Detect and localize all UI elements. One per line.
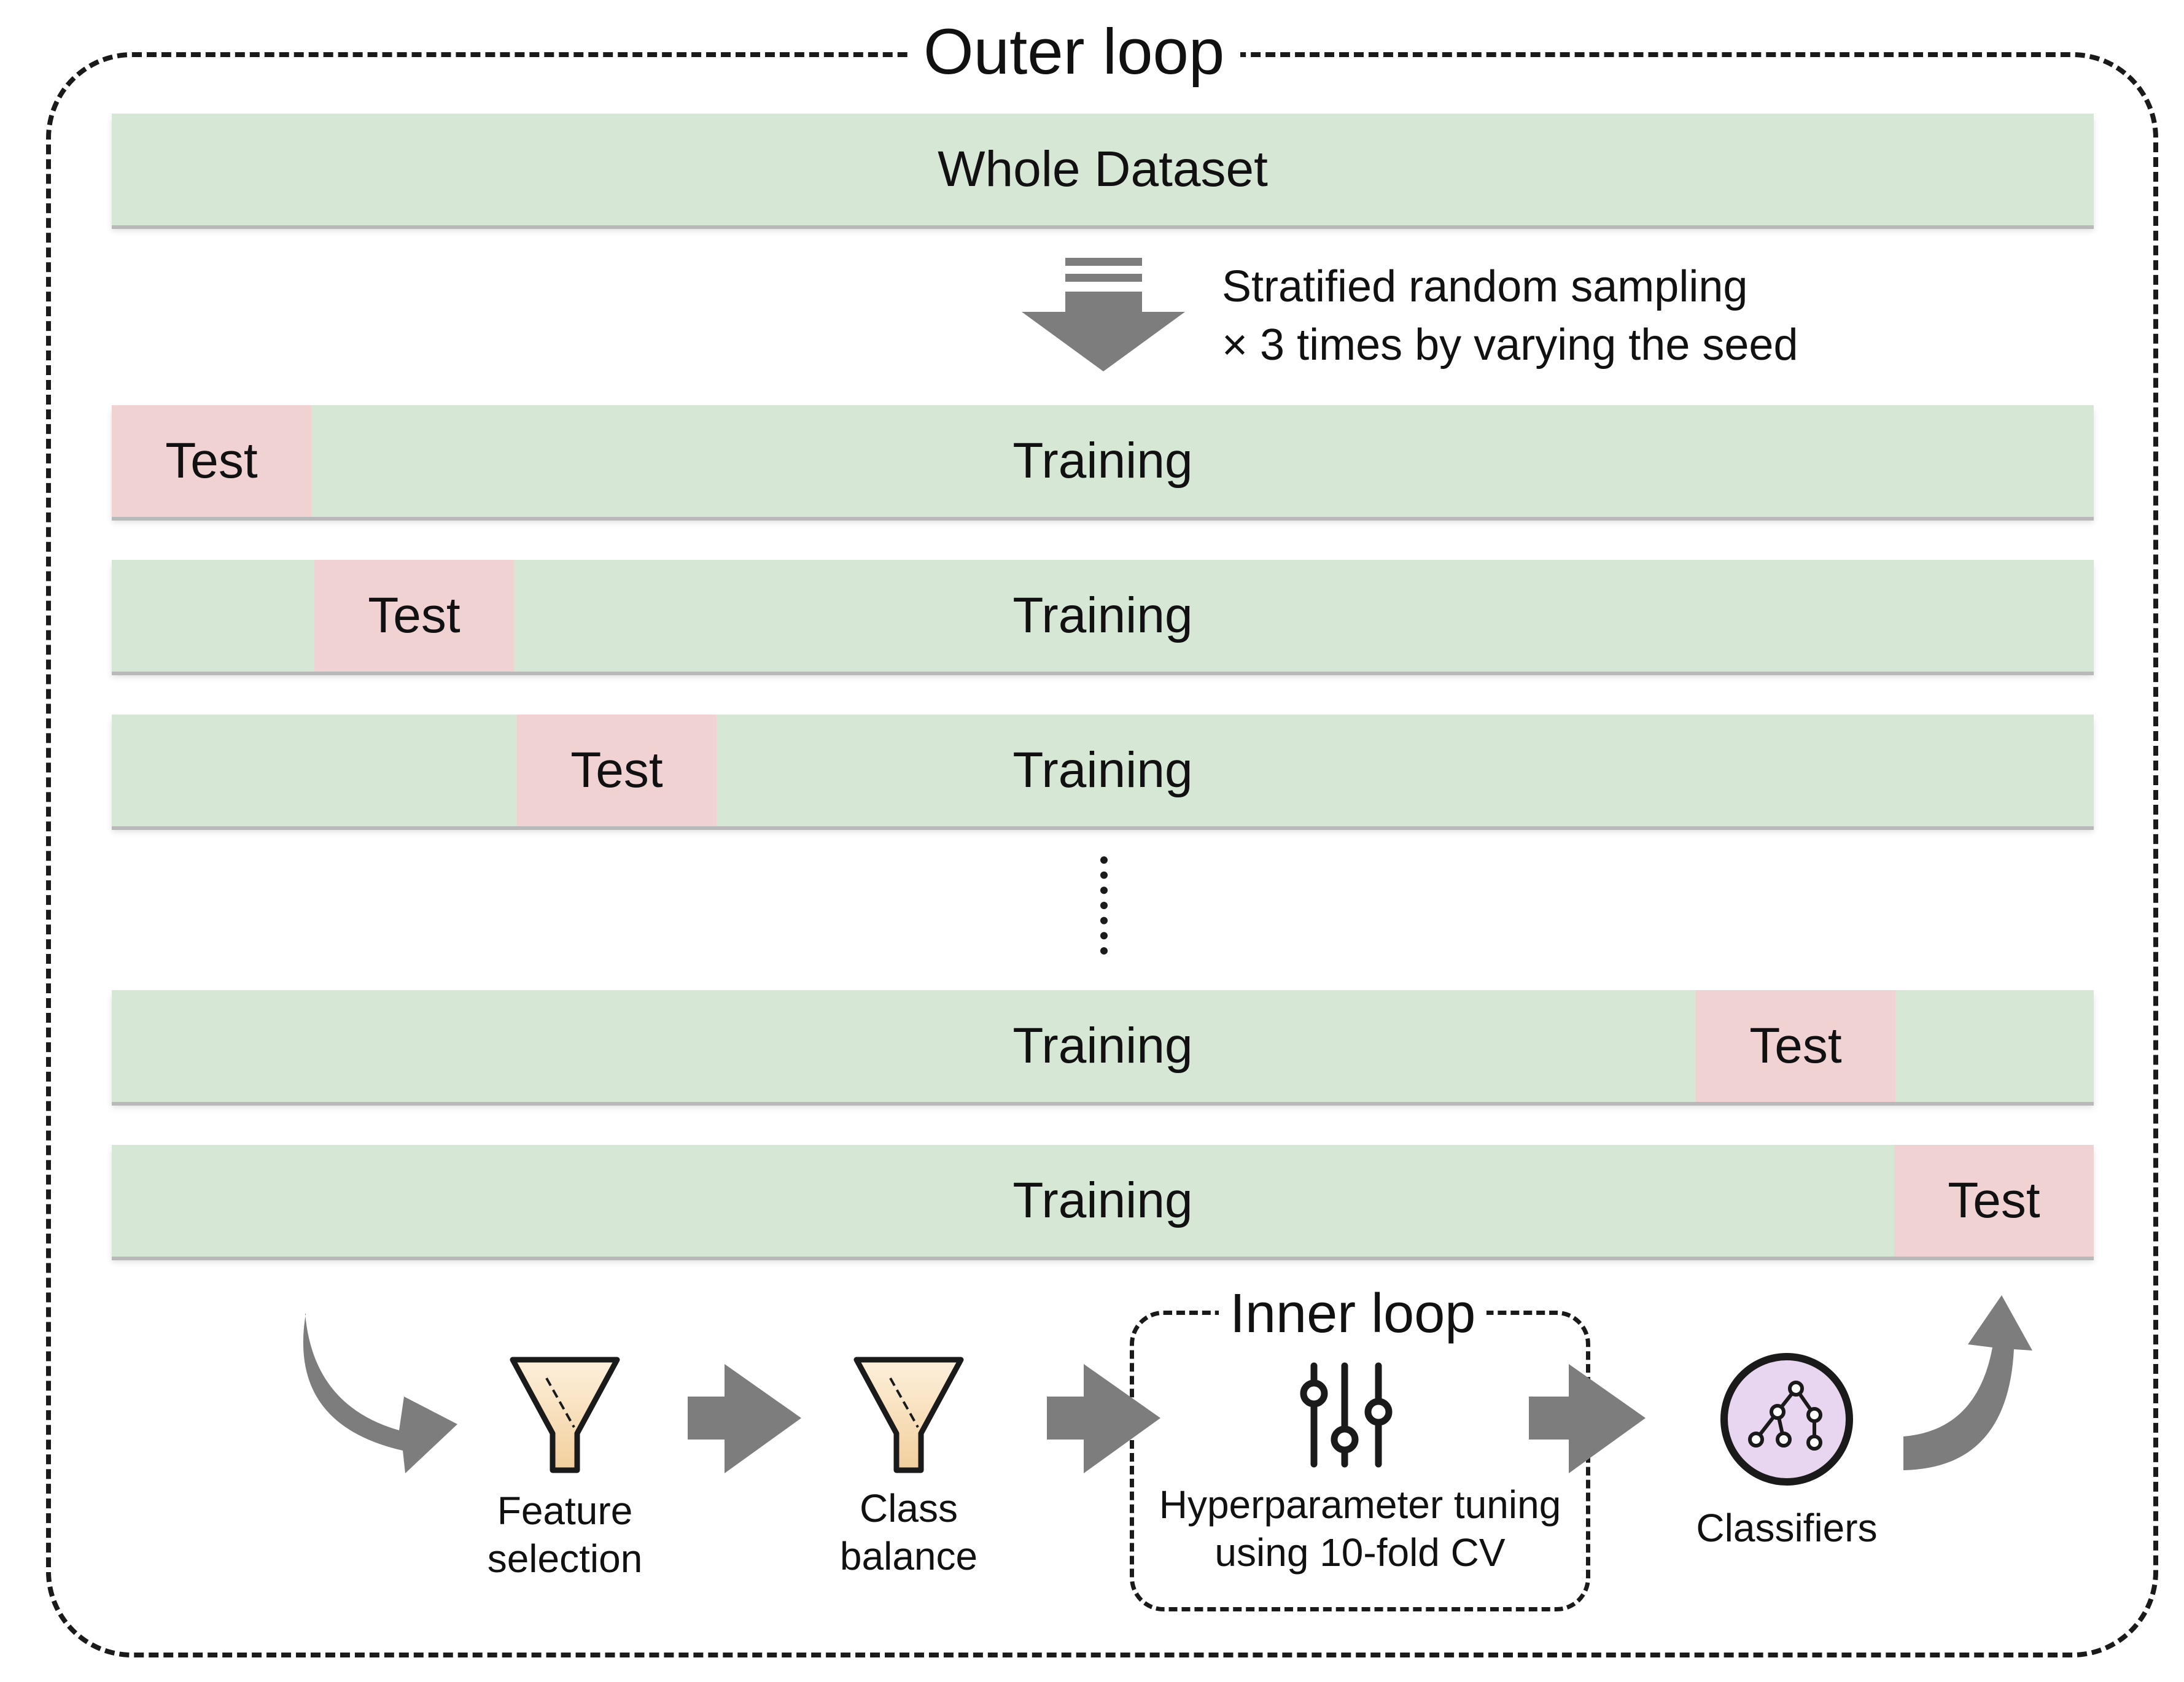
fold-bar-4: Training Test (112, 990, 2094, 1102)
fold-bar-3: Training Test (112, 715, 2094, 826)
vertical-ellipsis (1100, 856, 1108, 955)
class-balance-label: Class balance (817, 1484, 1001, 1580)
curved-arrow-in-icon (303, 1314, 457, 1473)
hyperparameter-tuning-label: Hyperparameter tuning using 10-fold CV (1142, 1481, 1578, 1576)
sliders-icon (1300, 1362, 1393, 1468)
funnel-icon (510, 1357, 620, 1473)
sampling-note: Stratified random sampling × 3 times by … (1222, 258, 1798, 374)
test-block: Test (112, 405, 311, 517)
whole-dataset-label: Whole Dataset (938, 141, 1268, 197)
label-line: Class (859, 1486, 958, 1530)
feature-selection-label: Feature selection (464, 1487, 666, 1583)
label-line: balance (839, 1534, 978, 1578)
test-block: Test (517, 715, 717, 826)
curved-arrow-out-icon (1903, 1295, 2032, 1470)
label-line: Feature (497, 1489, 633, 1533)
training-label: Training (1012, 587, 1193, 643)
sampling-line-2: × 3 times by varying the seed (1222, 320, 1798, 370)
classifiers-label: Classifiers (1696, 1506, 1878, 1550)
down-arrow-icon (1022, 258, 1185, 371)
training-label: Training (1012, 742, 1193, 798)
label-line: using 10-fold CV (1214, 1530, 1506, 1575)
right-arrow-icon (1529, 1364, 1646, 1473)
training-label: Training (1012, 1172, 1193, 1228)
fold-bar-5: Training Test (112, 1145, 2094, 1257)
test-block: Test (314, 560, 514, 672)
outer-loop-title: Outer loop (907, 12, 1241, 92)
test-block: Test (1894, 1145, 2094, 1257)
funnel-icon (853, 1357, 964, 1473)
test-block: Test (1696, 990, 1895, 1102)
right-arrow-icon (688, 1364, 801, 1473)
sampling-line-1: Stratified random sampling (1222, 262, 1748, 311)
fold-bar-2: Training Test (112, 560, 2094, 672)
training-label: Training (1012, 1018, 1193, 1074)
right-arrow-icon (1047, 1364, 1160, 1473)
fold-bar-1: Training Test (112, 405, 2094, 517)
label-line: selection (487, 1537, 643, 1581)
decision-tree-icon (1720, 1353, 1853, 1486)
whole-dataset-bar: Whole Dataset (112, 114, 2094, 225)
training-label: Training (1012, 433, 1193, 489)
label-line: Hyperparameter tuning (1159, 1482, 1561, 1527)
inner-loop-title: Inner loop (1219, 1280, 1487, 1347)
